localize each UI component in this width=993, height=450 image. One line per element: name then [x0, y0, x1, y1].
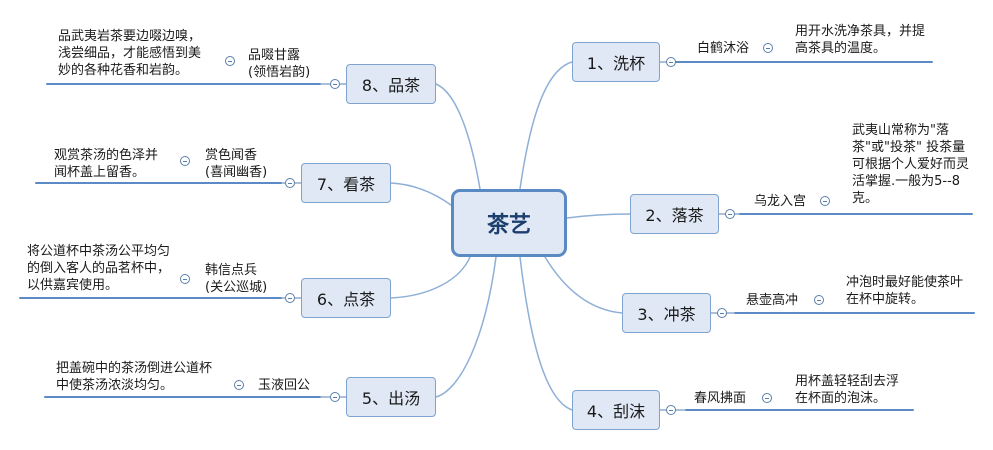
collapse-icon[interactable] — [180, 274, 190, 284]
collapse-icon[interactable] — [180, 156, 190, 166]
topic-step-6[interactable]: 6、点茶 — [301, 278, 391, 318]
topic-step-7[interactable]: 7、看茶 — [301, 163, 391, 203]
subtopic-step-1-desc[interactable]: 用开水洗净茶具，并提高茶具的温度。 — [795, 24, 926, 56]
topic-step-4[interactable]: 4、刮沫 — [572, 390, 660, 430]
subtopic-step-8-desc[interactable]: 品武夷岩茶要边啜边嗅，浅尝细品，才能感悟到美妙的各种花香和岩韵。 — [58, 29, 202, 78]
topic-step-3[interactable]: 3、冲茶 — [622, 293, 711, 333]
collapse-icon[interactable] — [820, 196, 830, 206]
collapse-icon[interactable] — [666, 57, 676, 67]
collapse-icon[interactable] — [285, 293, 295, 303]
collapse-icon[interactable] — [814, 295, 824, 305]
collapse-icon[interactable] — [330, 392, 340, 402]
subtopic-step-2-desc[interactable]: 武夷山常称为"落茶"或"投茶" 投茶量可根据个人爱好而灵活掌握.一般为5--8克… — [852, 123, 970, 206]
subtopic-step-5-name[interactable]: 玉液回公 — [258, 378, 311, 393]
subtopic-step-6-desc[interactable]: 将公道杯中茶汤公平均匀的倒入客人的品茗杯中，以供嘉宾使用。 — [27, 244, 171, 293]
center-topic[interactable]: 茶艺 — [451, 189, 567, 257]
collapse-icon[interactable] — [717, 308, 727, 318]
subtopic-step-7-desc[interactable]: 观赏茶汤的色泽并闻杯盖上留香。 — [54, 148, 159, 180]
subtopic-step-2-name[interactable]: 乌龙入宫 — [754, 194, 807, 209]
subtopic-step-6-name[interactable]: 韩信点兵 (关公巡城) — [205, 263, 268, 295]
collapse-icon[interactable] — [666, 405, 676, 415]
collapse-icon[interactable] — [725, 209, 735, 219]
subtopic-step-8-name[interactable]: 品啜甘露 (领悟岩韵) — [248, 48, 311, 80]
collapse-icon[interactable] — [225, 56, 235, 66]
collapse-icon[interactable] — [762, 393, 772, 403]
topic-step-2[interactable]: 2、落茶 — [630, 194, 719, 234]
subtopic-step-7-name[interactable]: 赏色闻香 (喜闻幽香) — [205, 148, 268, 180]
collapse-icon[interactable] — [234, 380, 244, 390]
topic-step-1[interactable]: 1、洗杯 — [572, 42, 660, 82]
subtopic-step-1-name[interactable]: 白鹤沐浴 — [697, 41, 750, 56]
collapse-icon[interactable] — [285, 178, 295, 188]
collapse-icon[interactable] — [330, 79, 340, 89]
subtopic-step-4-name[interactable]: 春风拂面 — [694, 391, 747, 406]
topic-step-5[interactable]: 5、出汤 — [346, 377, 436, 417]
subtopic-step-5-desc[interactable]: 把盖碗中的茶汤倒进公道杯中使茶汤浓淡均匀。 — [56, 361, 213, 393]
subtopic-step-3-desc[interactable]: 冲泡时最好能使茶叶在杯中旋转。 — [846, 275, 964, 307]
subtopic-step-4-desc[interactable]: 用杯盖轻轻刮去浮在杯面的泡沫。 — [795, 374, 900, 406]
collapse-icon[interactable] — [763, 43, 773, 53]
subtopic-step-3-name[interactable]: 悬壶高冲 — [746, 293, 799, 308]
topic-step-8[interactable]: 8、品茶 — [346, 64, 436, 104]
